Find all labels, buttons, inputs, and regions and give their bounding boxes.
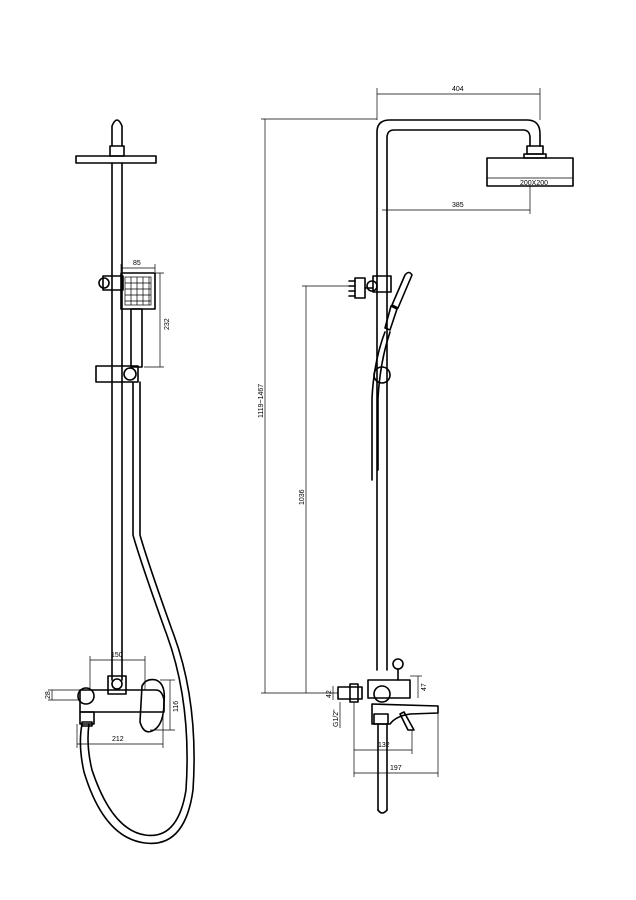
front-nozzle-grid [125, 277, 151, 305]
side-dim-197: 197 [390, 765, 402, 772]
side-dim-47: 47 [421, 683, 428, 691]
side-holder-bracket [372, 275, 392, 293]
side-dim-42: 42 [326, 690, 333, 698]
front-outlet-nut-lower [81, 721, 93, 727]
front-dim-28: 28 [45, 691, 52, 699]
front-outlet-nut [79, 711, 95, 725]
side-dim-385: 385 [452, 202, 464, 209]
front-hose-inner [79, 381, 195, 845]
side-riser-outer [376, 119, 541, 671]
side-dim-132: 132 [378, 742, 390, 749]
side-hose-lower-end [377, 809, 388, 814]
side-nozzle-fitting [354, 277, 366, 299]
front-slide-holder [95, 365, 139, 383]
side-hose [371, 331, 386, 481]
front-riser-top-hook [111, 119, 123, 147]
front-head-connector [109, 145, 125, 157]
front-view: 85 232 150 28 116 212 [45, 119, 195, 845]
side-dim-g12: G1/2" [333, 709, 340, 727]
side-mixer-round [373, 685, 391, 703]
side-holder-knob [366, 280, 378, 292]
front-dim-116: 116 [173, 701, 180, 712]
side-head-connector [526, 145, 544, 155]
side-diverter-knob [392, 658, 404, 670]
side-spout [371, 703, 439, 725]
front-dim-150: 150 [111, 652, 123, 659]
side-nozzle-pins [348, 280, 356, 297]
front-left-eccentric [77, 687, 95, 705]
side-riser-inner [386, 129, 531, 671]
side-hand-shower-handle [384, 305, 398, 331]
front-slide-knob [123, 367, 137, 381]
side-dim-200x200: 200X200 [520, 180, 548, 187]
front-shower-head [75, 155, 157, 164]
side-lower-nut [373, 713, 389, 725]
front-diverter [111, 678, 123, 690]
side-spout-lever [399, 711, 415, 731]
side-hose-inner [377, 331, 391, 471]
side-hand-shower [391, 271, 413, 309]
front-hose-outer [87, 381, 188, 837]
front-hand-shower-nozzles [124, 276, 152, 306]
side-view: 404 200X200 385 1119~1467 1036 42 G1/2" … [258, 86, 574, 814]
front-hand-shower [120, 272, 156, 310]
front-hand-shower-handle [130, 308, 143, 368]
front-holder-knob [98, 277, 110, 289]
front-dim-212: 212 [112, 736, 124, 743]
front-dim-232: 232 [164, 318, 171, 330]
front-holder-clamp [102, 275, 124, 291]
side-dim-1036: 1036 [299, 489, 306, 505]
front-dim-85: 85 [133, 260, 141, 267]
side-dim-404: 404 [452, 86, 464, 93]
side-dim-1119-1467: 1119~1467 [258, 384, 265, 418]
front-lever-handle [139, 678, 166, 733]
front-mixer-center [107, 675, 127, 695]
